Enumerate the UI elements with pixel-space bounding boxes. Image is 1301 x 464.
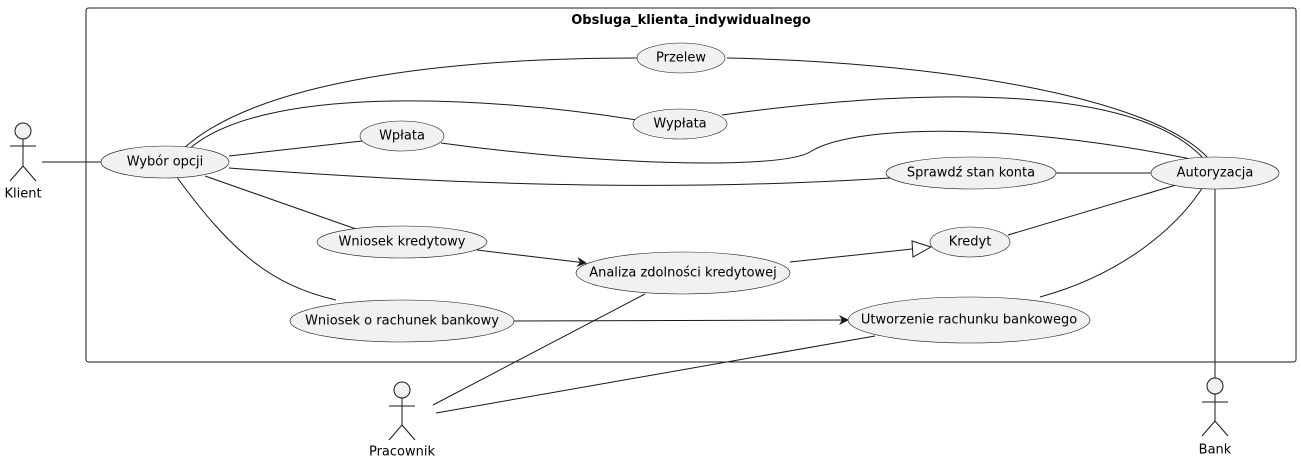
use-case-label: Wypłata xyxy=(653,117,706,132)
assoc-wybor-przelew xyxy=(183,57,639,149)
assoc-wybor-sprawdz xyxy=(228,167,891,186)
use-case-przelew: Przelew xyxy=(636,42,726,74)
use-case-wplata: Wpłata xyxy=(359,120,445,152)
generalization-triangle xyxy=(911,240,933,258)
use-case-utworzenie-rachunku-bankowego: Utworzenie rachunku bankowego xyxy=(847,296,1091,344)
assoc-wyplata-autoryzacja xyxy=(721,96,1204,159)
actor-head-icon xyxy=(393,381,411,399)
directed-wniosek-analiza xyxy=(476,249,587,267)
system-title: Obsluga_klienta_indywidualnego xyxy=(571,13,811,28)
use-case-label: Kredyt xyxy=(949,235,992,250)
assoc-wplata-autoryzacja xyxy=(440,130,1197,164)
use-case-label: Utworzenie rachunku bankowego xyxy=(861,313,1077,328)
assoc-kredyt-autoryzacja xyxy=(1007,184,1177,236)
actor-bank: Bank xyxy=(1199,377,1232,458)
use-case-label: Wpłata xyxy=(379,129,425,144)
actor-head-icon xyxy=(1206,377,1224,395)
use-case-label: Wniosek o rachunek bankowy xyxy=(305,314,499,329)
assoc-pracownik-utworzenie xyxy=(435,335,876,414)
assoc-wybor-wniosek-kredytowy xyxy=(204,175,357,230)
assoc-wybor-wplata xyxy=(228,140,363,157)
use-case-sprawdz-stan-konta: Sprawdź stan konta xyxy=(885,156,1057,190)
use-case-autoryzacja: Autoryzacja xyxy=(1150,156,1280,190)
use-case-wniosek-kredytowy: Wniosek kredytowy xyxy=(316,225,488,259)
assoc-przelew-autoryzacja xyxy=(726,57,1209,159)
assoc-utworzenie-autoryzacja xyxy=(1039,186,1204,298)
actor-label: Klient xyxy=(4,187,41,202)
use-case-wybor-opcji: Wybór opcji xyxy=(100,145,230,179)
connections xyxy=(42,57,1216,414)
use-case-label: Analiza zdolności kredytowej xyxy=(589,266,777,281)
use-case-wniosek-o-rachunek-bankowy: Wniosek o rachunek bankowy xyxy=(289,299,515,343)
actor-klient: Klient xyxy=(4,122,42,202)
actor-label: Pracownik xyxy=(369,445,436,460)
use-case-label: Autoryzacja xyxy=(1177,166,1254,181)
use-case-label: Wniosek kredytowy xyxy=(339,235,466,250)
actor-head-icon xyxy=(14,122,32,140)
use-case-analiza-zdolnosci-kredytowej: Analiza zdolności kredytowej xyxy=(575,251,791,295)
assoc-pracownik-analiza xyxy=(432,293,646,406)
assoc-wybor-wyplata xyxy=(187,100,638,151)
use-case-label: Przelew xyxy=(656,51,706,66)
assoc-wybor-wniosek-rachunek xyxy=(175,175,337,301)
actor-pracownik: Pracownik xyxy=(369,381,436,460)
actor-label: Bank xyxy=(1199,443,1232,458)
use-case-label: Wybór opcji xyxy=(127,155,204,170)
use-case-kredyt: Kredyt xyxy=(929,226,1011,258)
directed-wniosek-rachunek-utworzenie xyxy=(511,315,849,326)
use-case-label: Sprawdź stan konta xyxy=(907,166,1035,181)
use-case-wyplata: Wypłata xyxy=(632,108,728,140)
generalization-analiza-kredyt xyxy=(789,248,913,263)
